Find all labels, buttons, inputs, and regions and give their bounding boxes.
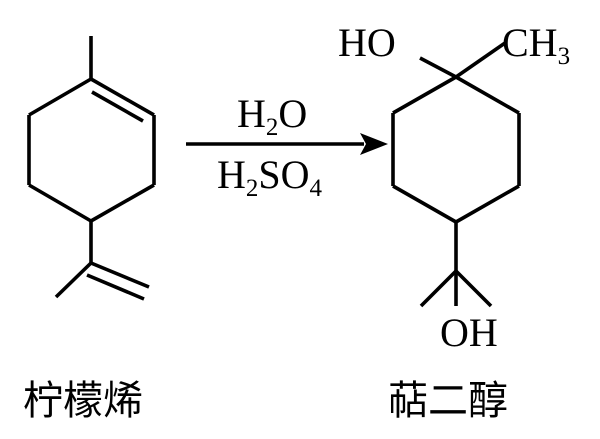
ring-bond-bottom-right — [90, 183, 155, 223]
ch3-bond — [454, 41, 507, 79]
lower-methyl-left-bond — [419, 269, 458, 308]
reaction-arrow — [186, 133, 388, 155]
hydroxyl-label-bottom: OH — [440, 310, 498, 355]
ring-bond-top-left — [28, 77, 92, 117]
hydroxyl-label-top: HO — [338, 20, 396, 65]
lower-methyl-right-bond — [454, 269, 493, 308]
reagent-water: H2O — [237, 91, 307, 141]
ring-bond-bottom-right — [455, 184, 520, 224]
product-name: 萜二醇 — [388, 378, 508, 424]
methyl-label: CH3 — [502, 20, 570, 70]
vinylidene-double-bond-inner — [86, 273, 145, 301]
arrow-head — [360, 133, 388, 155]
ring-double-bond-inner — [91, 90, 144, 123]
ring-bond-top-right — [90, 77, 155, 117]
limonene-structure — [27, 36, 156, 301]
ring-bond-bottom-left — [392, 184, 457, 224]
reagent-sulfuric-acid: H2SO4 — [217, 152, 323, 202]
ring-bond-bottom-left — [28, 183, 92, 223]
terpin-structure — [391, 41, 521, 308]
isopropenyl-methyl-bond — [54, 261, 93, 299]
ring-bond-top-left — [392, 75, 457, 115]
ring-bond-top-right — [455, 75, 520, 115]
ho-bond — [419, 56, 457, 79]
reactant-name: 柠檬烯 — [23, 378, 143, 424]
vinylidene-double-bond-outer — [90, 261, 150, 289]
